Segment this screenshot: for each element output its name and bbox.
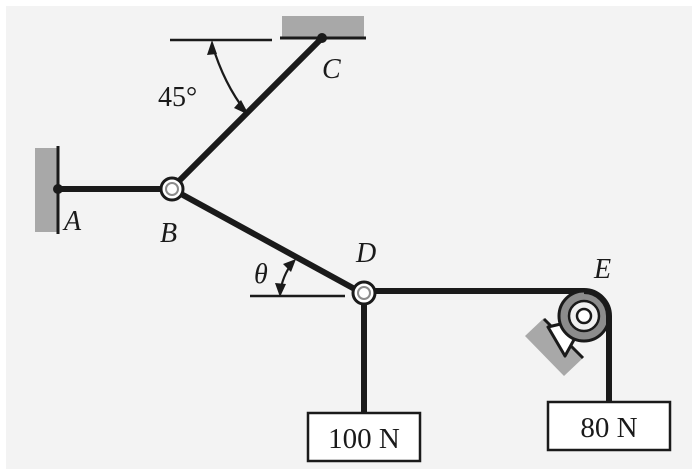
load-label-100n: 100 N <box>328 423 400 455</box>
load-box-80n: 80 N <box>546 400 672 452</box>
ring-d <box>351 280 377 306</box>
label-point-b: B <box>160 218 177 249</box>
label-point-c: C <box>322 54 341 85</box>
angle-arc-45 <box>207 40 249 115</box>
cable-pulley-wrap <box>583 288 612 317</box>
load-label-80n: 80 N <box>580 412 637 444</box>
inner-panel <box>6 6 692 469</box>
angle-arc-theta <box>275 259 296 297</box>
label-angle-theta: θ <box>254 259 268 290</box>
cable-bd <box>170 186 364 296</box>
load-box-100n: 100 N <box>306 411 422 463</box>
label-point-a: A <box>62 206 82 237</box>
anchor-dot-a <box>53 184 63 194</box>
label-angle-45: 45° <box>158 82 197 113</box>
label-point-d: D <box>355 238 376 269</box>
anchor-dot-c <box>317 33 327 43</box>
ring-b <box>159 176 185 202</box>
label-point-e: E <box>593 254 611 285</box>
